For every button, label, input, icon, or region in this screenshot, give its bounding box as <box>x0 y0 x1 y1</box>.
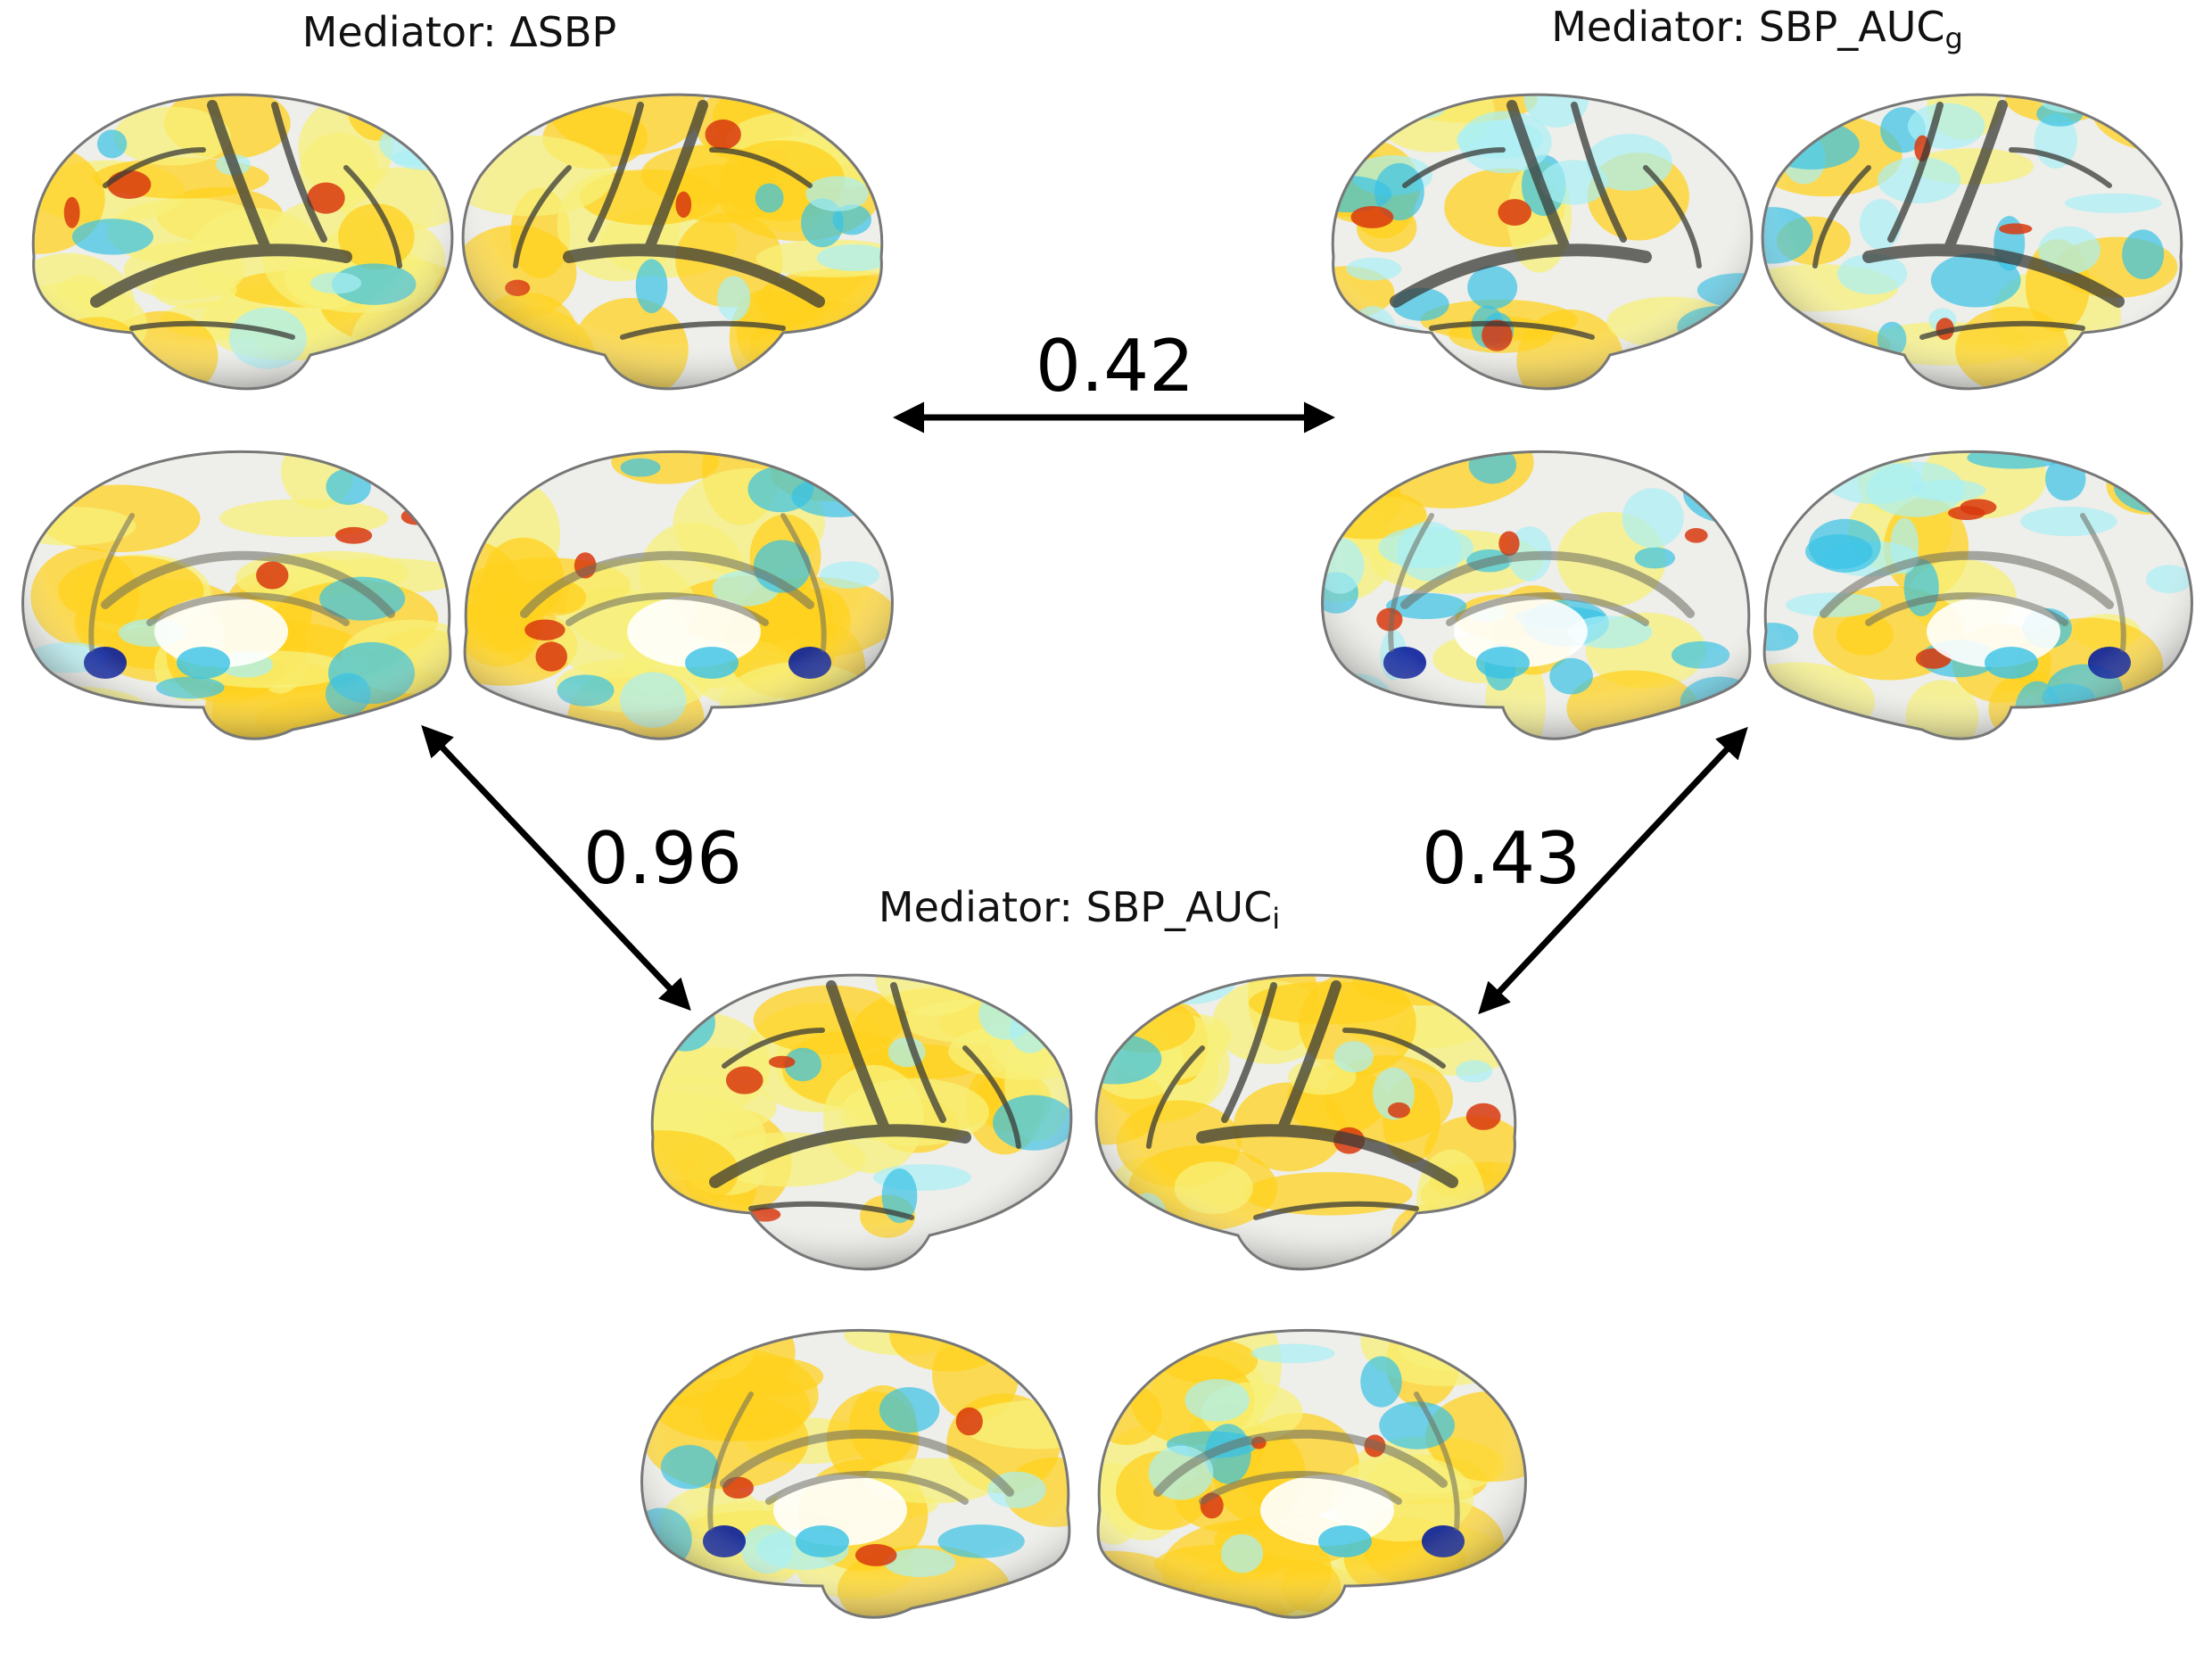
correlation-label-0-43: 0.43 <box>1422 817 1581 900</box>
brain-maps-delta-sbp <box>21 93 894 740</box>
brain-medial-right <box>463 450 894 740</box>
brain-lateral-right <box>461 93 884 391</box>
brain-lateral-left <box>1331 93 1754 391</box>
brain-medial-left <box>21 450 452 740</box>
brain-medial-right <box>1096 1328 1527 1619</box>
brain-medial-right <box>1762 450 2193 740</box>
brain-maps-sbp-auc-g <box>1321 93 2193 740</box>
brain-lateral-right <box>1094 973 1517 1271</box>
brain-maps-sbp-auc-i <box>640 973 1527 1619</box>
brain-medial-left <box>1321 450 1752 740</box>
panel-title-delta-sbp: Mediator: ΔSBP <box>302 8 617 56</box>
brain-lateral-left <box>31 93 454 391</box>
brain-lateral-right <box>1761 93 2183 391</box>
brain-medial-left <box>640 1328 1071 1619</box>
panel-title-sbp-auc-g: Mediator: SBP_AUCg <box>1551 3 1963 55</box>
correlation-label-0-42: 0.42 <box>1036 325 1194 408</box>
arrow-auc-g-to-auc-i <box>1478 726 1748 1015</box>
arrow-delta-to-auc-i <box>421 724 691 1012</box>
panel-title-sbp-auc-i: Mediator: SBP_AUCi <box>879 883 1280 936</box>
correlation-label-0-96: 0.96 <box>583 817 742 900</box>
